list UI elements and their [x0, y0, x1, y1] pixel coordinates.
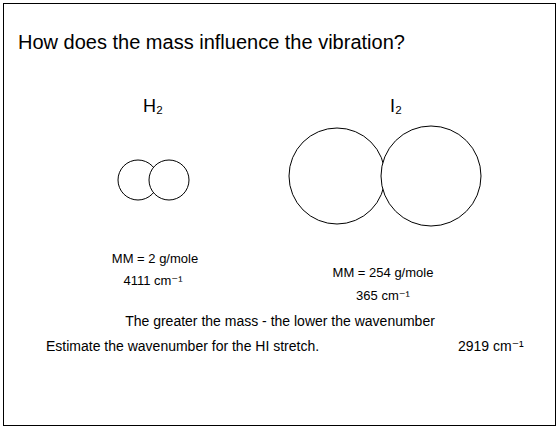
iodine-atom	[381, 126, 481, 226]
summary-note: The greater the mass - the lower the wav…	[125, 313, 435, 330]
molar-mass: MM = 254 g/mole	[333, 265, 434, 281]
iodine-atom	[289, 128, 385, 224]
hydrogen-atom	[149, 160, 189, 200]
molecule-formula: I₂	[390, 96, 402, 118]
slide-title: How does the mass influence the vibratio…	[18, 30, 405, 54]
molecule-formula: H₂	[143, 96, 163, 118]
wavenumber-value: 4111 cm⁻¹	[123, 273, 182, 289]
molar-mass: MM = 2 g/mole	[112, 251, 198, 267]
question-note: Estimate the wavenumber for the HI stret…	[46, 338, 319, 355]
wavenumber-value: 365 cm⁻¹	[356, 288, 410, 304]
slide-frame	[4, 4, 556, 426]
answer-value: 2919 cm⁻¹	[458, 338, 524, 355]
